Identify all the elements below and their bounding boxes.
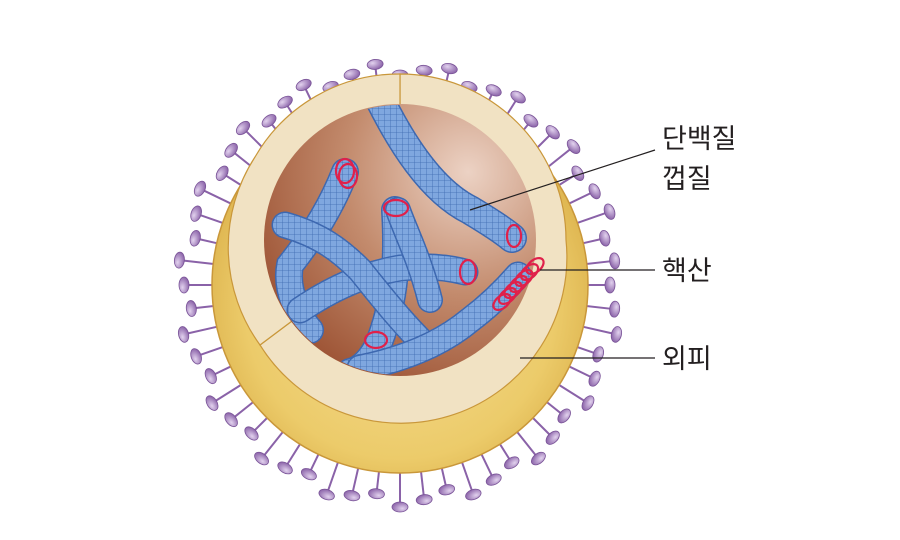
spike-knob bbox=[178, 276, 190, 294]
spike-stalk bbox=[579, 324, 617, 336]
spike-knob bbox=[545, 430, 560, 445]
spike-knob bbox=[190, 205, 202, 222]
spike-knob bbox=[438, 484, 456, 496]
spike-knob bbox=[193, 180, 207, 197]
nucleic-acid-helix-turn bbox=[508, 274, 529, 294]
spike-knob bbox=[185, 300, 197, 317]
spike-knob bbox=[603, 203, 616, 220]
spike-knob bbox=[391, 501, 409, 513]
capsid-tube bbox=[288, 254, 477, 322]
spike-stalk bbox=[459, 458, 475, 495]
capsid-label-line2: 껍질 bbox=[662, 164, 712, 195]
spike-knob bbox=[215, 165, 229, 181]
spike-knob bbox=[592, 346, 605, 363]
spike-knob bbox=[189, 229, 201, 247]
spike-knob bbox=[545, 125, 560, 140]
spike-knob bbox=[177, 326, 190, 343]
nucleic-acid-coil bbox=[337, 162, 359, 190]
spike-knob bbox=[343, 489, 361, 502]
spike-knob bbox=[441, 62, 458, 75]
spike-knob bbox=[485, 473, 502, 486]
spike-knob bbox=[277, 95, 293, 109]
nucleic-acid-label: 핵산 bbox=[662, 256, 712, 287]
capsid-tube bbox=[366, 105, 526, 252]
spike-knob bbox=[244, 426, 259, 441]
spike-knob bbox=[173, 251, 185, 269]
spike-stalk bbox=[183, 324, 221, 336]
spike-knob bbox=[343, 68, 361, 81]
spike-knob bbox=[504, 456, 520, 470]
nucleic-acid-coil bbox=[458, 258, 478, 286]
spike-knob bbox=[566, 139, 581, 154]
nucleic-acid-helix-turn bbox=[497, 286, 518, 306]
spike-knob bbox=[609, 300, 621, 318]
nucleic-acid-helix bbox=[492, 256, 545, 312]
spike-knob bbox=[261, 114, 277, 128]
spike-knob bbox=[368, 488, 385, 500]
spike-knob bbox=[610, 326, 623, 343]
spike-knob bbox=[599, 229, 611, 247]
spike-knob bbox=[485, 84, 502, 97]
nucleic-acid-helix-turn bbox=[503, 280, 523, 300]
spike-knob bbox=[531, 451, 546, 466]
spike-knob bbox=[609, 252, 621, 270]
nucleic-acid-helix-turn bbox=[519, 262, 540, 282]
nucleic-acid-helix-turn bbox=[514, 268, 534, 288]
capsid-label-line1: 단백질 bbox=[662, 124, 737, 155]
spike-stalk bbox=[179, 259, 218, 266]
spike-stalk bbox=[513, 428, 540, 460]
capsid-tube bbox=[273, 213, 432, 352]
capsid-leader-line bbox=[469, 149, 656, 211]
spike-knob bbox=[300, 468, 317, 481]
spike-knob bbox=[523, 114, 539, 128]
nucleic-acid-helix-turn bbox=[525, 256, 545, 276]
spike-knob bbox=[465, 488, 482, 501]
spike-stalk bbox=[325, 458, 341, 495]
spike-stalk bbox=[573, 210, 610, 226]
spike-knob bbox=[295, 78, 312, 92]
envelope-label: 외피 bbox=[662, 344, 712, 375]
nucleic-acid-coil bbox=[334, 157, 356, 185]
spike-knob bbox=[318, 488, 335, 501]
spike-knob bbox=[235, 120, 251, 136]
spike-stalk bbox=[555, 382, 589, 404]
spike-knob bbox=[557, 408, 571, 424]
nucleic-acid-helix-turn bbox=[492, 292, 512, 312]
spike-knob bbox=[588, 370, 601, 387]
spike-knob bbox=[224, 412, 238, 428]
spike-knob bbox=[277, 461, 293, 475]
spike-knob bbox=[190, 348, 202, 365]
spike-knob bbox=[415, 494, 433, 506]
spike-stalk bbox=[211, 382, 245, 404]
spike-knob bbox=[588, 183, 601, 200]
capsid-tubes bbox=[271, 105, 532, 375]
spike-knob bbox=[204, 368, 217, 385]
spike-stalk bbox=[260, 428, 287, 460]
spike-knob bbox=[604, 276, 616, 294]
nucleic-acid-coil bbox=[363, 330, 389, 350]
nucleic-acid-coil bbox=[505, 223, 523, 249]
spike-knob bbox=[510, 90, 526, 104]
spike-knob bbox=[254, 451, 269, 466]
nucleic-acid-coil bbox=[382, 198, 410, 218]
spike-knob bbox=[366, 58, 384, 70]
spike-knob bbox=[224, 142, 238, 158]
spike-knob bbox=[205, 395, 219, 411]
nucleic-acid-coils bbox=[334, 157, 545, 350]
spike-knob bbox=[581, 395, 595, 411]
spike-stalk bbox=[199, 187, 235, 207]
